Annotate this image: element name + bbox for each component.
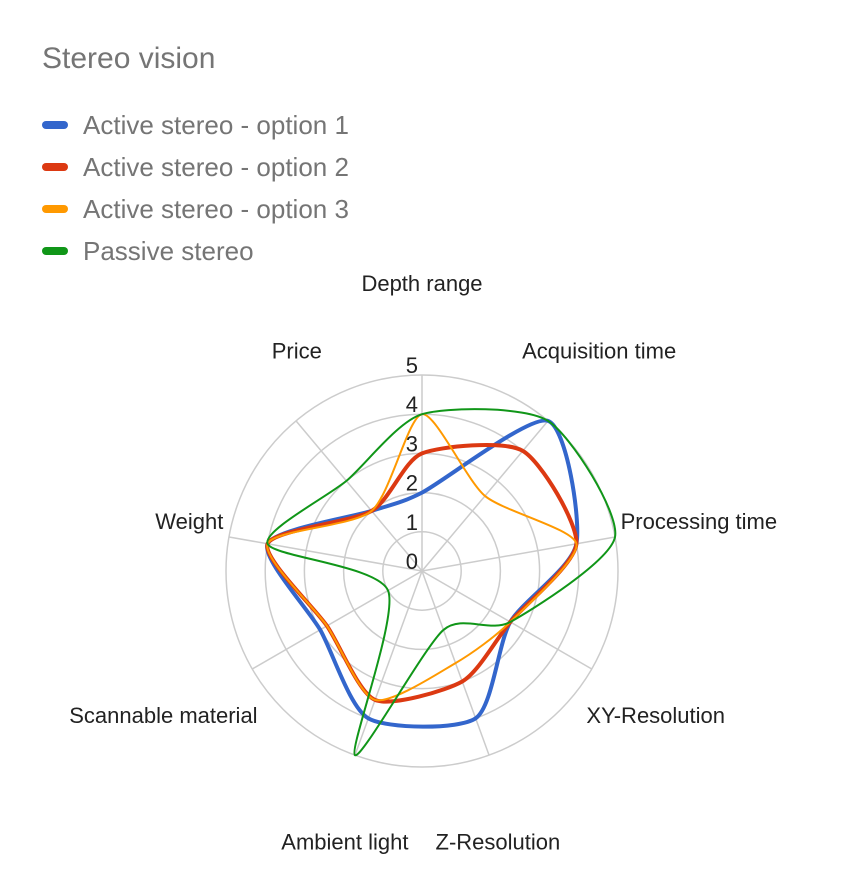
legend-swatch-icon [42,121,68,129]
legend-label: Active stereo - option 1 [83,109,349,140]
tick-label: 5 [406,353,418,378]
axis-label: Acquisition time [522,338,676,363]
legend-swatch-icon [42,205,68,213]
legend-label: Active stereo - option 2 [83,151,349,182]
axis-label: Depth range [361,271,482,296]
legend-item-option3[interactable]: Active stereo - option 3 [42,188,349,230]
legend-item-option2[interactable]: Active stereo - option 2 [42,146,349,188]
series-line-4 [266,408,617,757]
tick-label: 3 [406,431,418,456]
axis-spoke [295,420,423,572]
axis-label: Weight [155,509,223,534]
tick-label: 4 [406,392,418,417]
axis-spoke [354,570,423,756]
axis-label: Ambient light [281,830,408,855]
axis-spoke [251,570,423,670]
chart-title: Stereo vision [42,42,216,75]
axis-spoke [421,570,593,670]
legend: Active stereo - option 1 Active stereo -… [42,104,349,272]
axis-label: XY-Resolution [586,703,725,728]
legend-swatch-icon [42,163,68,171]
tick-label: 0 [406,549,418,574]
legend-label: Active stereo - option 3 [83,193,349,224]
legend-swatch-icon [42,247,68,255]
axis-label: Z-Resolution [436,830,561,855]
legend-item-option1[interactable]: Active stereo - option 1 [42,104,349,146]
series-line-3 [266,413,578,702]
axis-spoke [421,536,616,572]
axis-label: Processing time [621,509,778,534]
legend-label: Passive stereo [83,235,254,266]
legend-item-passive[interactable]: Passive stereo [42,230,349,272]
axis-label: Price [272,338,322,363]
tick-label: 1 [406,510,418,535]
series-line-2 [265,443,579,704]
axis-label: Scannable material [69,703,257,728]
axis-spoke [228,536,423,572]
tick-label: 2 [406,471,418,496]
